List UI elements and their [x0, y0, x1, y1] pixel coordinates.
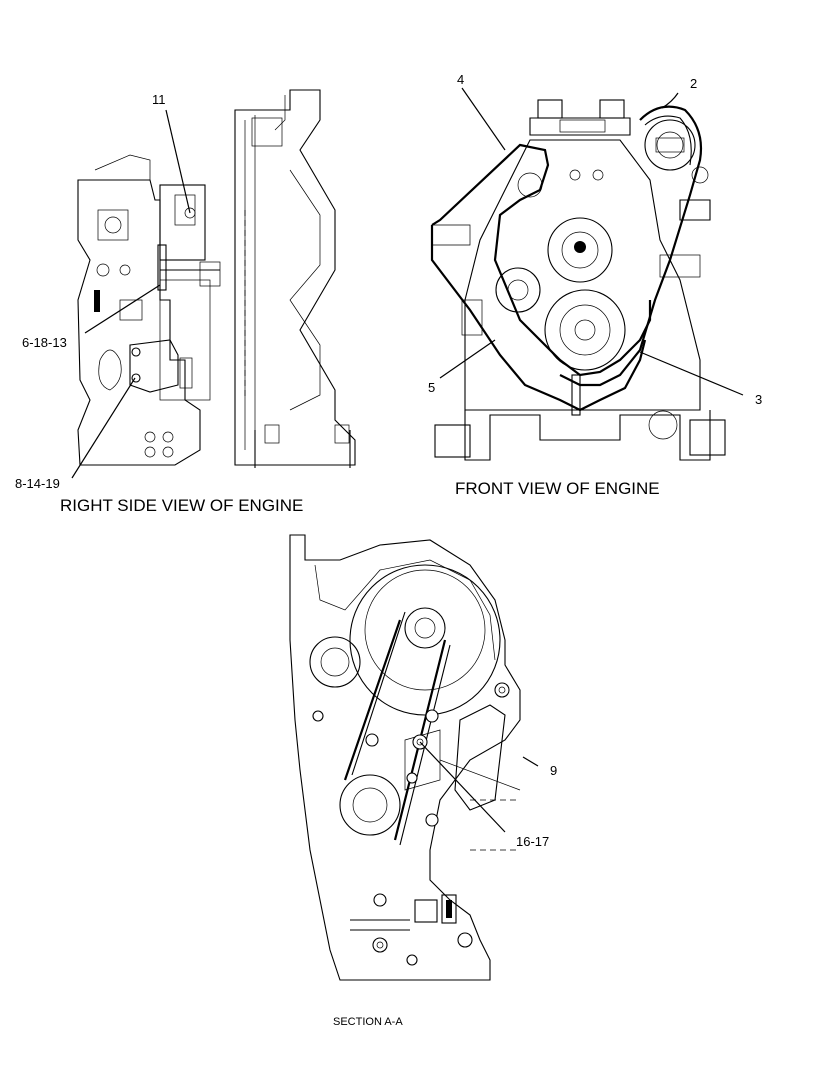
front-view-caption: FRONT VIEW OF ENGINE	[455, 479, 660, 498]
section-a-a-caption: SECTION A-A	[333, 1016, 403, 1028]
leader-2	[661, 92, 679, 109]
front-view-drawing	[430, 99, 726, 461]
callout-4: 4	[457, 72, 464, 87]
callout-11: 11	[152, 92, 166, 107]
right-side-view-drawing	[77, 89, 356, 468]
leader-8-14-19	[71, 377, 136, 479]
leader-6-18-13	[84, 284, 161, 334]
callout-9: 9	[550, 763, 557, 778]
leader-9	[522, 756, 539, 767]
callout-8-14-19: 8-14-19	[15, 476, 60, 491]
callout-3: 3	[755, 392, 762, 407]
callout-5: 5	[428, 380, 435, 395]
leader-3	[639, 351, 744, 396]
callout-16-17: 16-17	[516, 834, 549, 849]
right-side-view-caption: RIGHT SIDE VIEW OF ENGINE	[60, 496, 303, 515]
leader-11	[165, 109, 191, 214]
leader-4	[461, 87, 506, 151]
leader-16-17	[419, 741, 506, 833]
section-a-a-drawing	[289, 534, 521, 981]
callout-2: 2	[690, 76, 697, 91]
callout-6-18-13: 6-18-13	[22, 335, 67, 350]
leader-5	[439, 339, 496, 379]
